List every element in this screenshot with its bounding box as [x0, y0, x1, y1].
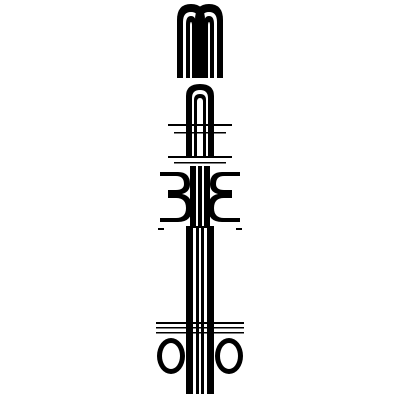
- ink-layer: [156, 4, 244, 394]
- base-crossbars: [156, 322, 244, 334]
- bottom-o-rings: [157, 338, 243, 374]
- middle-letter-a: [168, 84, 232, 164]
- central-stems: [186, 226, 214, 394]
- top-arches-m: [177, 4, 223, 78]
- mirrored-b-glyphs: [158, 166, 242, 230]
